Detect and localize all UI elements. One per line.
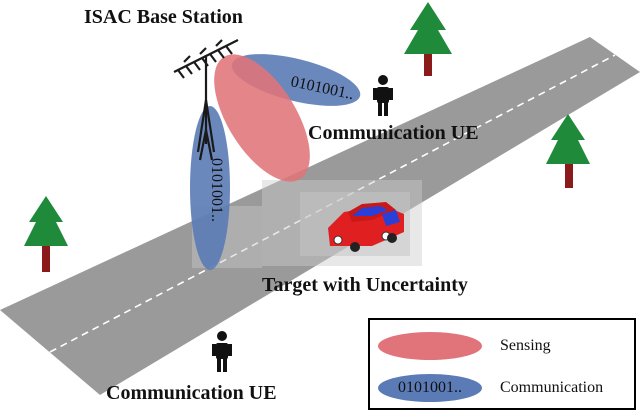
road-center-line (49, 54, 616, 353)
target-label: Target with Uncertainty (262, 274, 468, 296)
person-icon-top (373, 75, 393, 116)
comm-ue-top-label: Communication UE (308, 122, 479, 144)
legend: Sensing 0101001.. Communication (368, 318, 636, 410)
base-station-antenna (173, 39, 239, 161)
tree-icon-top-right (404, 2, 452, 76)
tree-icon-left (24, 196, 68, 272)
person-icon-bottom (212, 331, 232, 372)
base-station-title: ISAC Base Station (84, 6, 243, 28)
legend-sensing-swatch (378, 332, 482, 360)
comm-beam-vertical (190, 106, 230, 270)
legend-row-communication: 0101001.. Communication (370, 370, 634, 406)
comm-vertical-bits: 0101001.. (208, 158, 225, 222)
target-car (328, 202, 404, 252)
legend-comm-swatch-text: 0101001.. (398, 379, 462, 396)
comm-ue-bottom-label: Communication UE (106, 382, 277, 404)
legend-comm-swatch: 0101001.. (378, 374, 482, 402)
comm-beam-top (231, 54, 361, 106)
sensing-beam (214, 54, 310, 182)
legend-row-sensing: Sensing (370, 328, 634, 364)
legend-sensing-label: Sensing (500, 337, 551, 354)
tree-icon-right (546, 114, 590, 188)
legend-comm-label: Communication (500, 379, 604, 396)
